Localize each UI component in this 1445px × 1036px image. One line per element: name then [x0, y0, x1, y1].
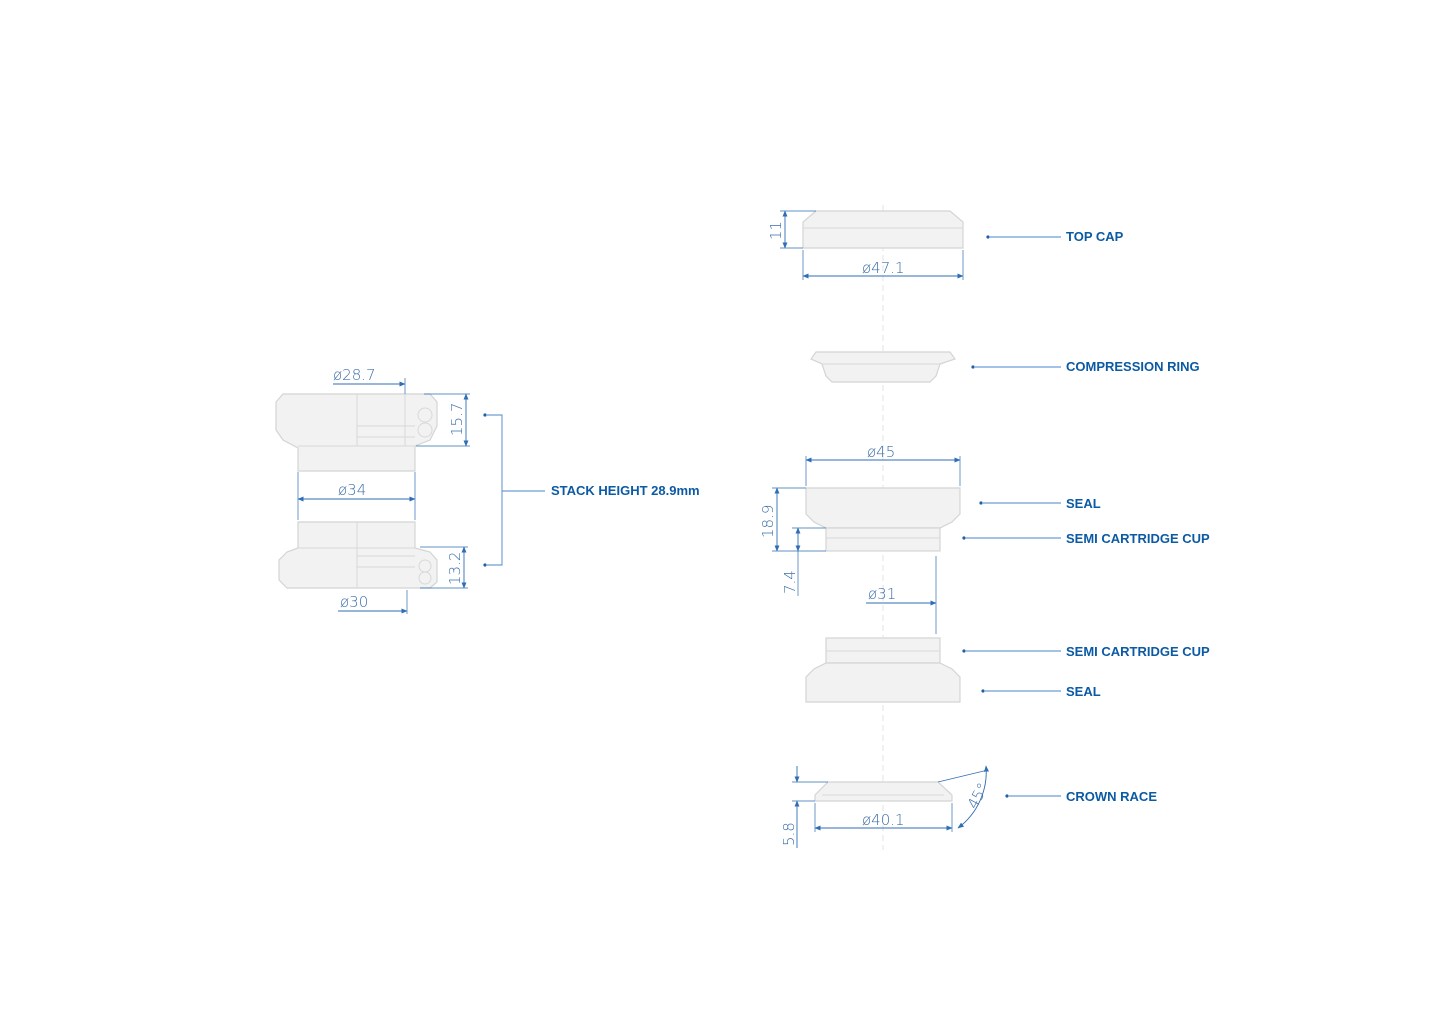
- exploded-view: 11 ø47.1 TOP CAP COMPRESSION RING ø45: [759, 205, 1210, 850]
- compression-ring-label: COMPRESSION RING: [1066, 359, 1200, 374]
- dim-top-diameter: ø28.7: [333, 366, 376, 384]
- dim-mid-diameter: ø34: [338, 481, 366, 499]
- dim-bottom-diameter: ø30: [340, 593, 368, 611]
- lower-cup-shape: [278, 521, 438, 589]
- top-cap-diameter: ø47.1: [862, 259, 905, 277]
- upper-seal-and-cup: ø45 18.9 7.4 ø31 SEAL SEMI CARTRIDGE CUP: [759, 443, 1210, 634]
- upper-seal-label: SEAL: [1066, 496, 1101, 511]
- top-cap-height: 11: [767, 221, 785, 240]
- top-cap-label: TOP CAP: [1066, 229, 1124, 244]
- crown-race-label: CROWN RACE: [1066, 789, 1157, 804]
- crown-race-height: 5.8: [780, 822, 798, 846]
- stack-height-label: STACK HEIGHT 28.9mm: [551, 483, 700, 498]
- assembled-headset: ø28.7 15.7 ø34 13.2 ø30 STACK HEIGHT 28.…: [275, 366, 700, 614]
- top-cap: 11 ø47.1 TOP CAP: [767, 210, 1124, 280]
- dim-bottom-height: 13.2: [446, 552, 464, 585]
- upper-cup-diameter: ø31: [868, 585, 896, 603]
- crown-race: 5.8 ø40.1 45° CROWN RACE: [780, 765, 1157, 848]
- lower-cup-label: SEMI CARTRIDGE CUP: [1066, 644, 1210, 659]
- upper-seal-height: 18.9: [759, 505, 777, 538]
- upper-cup-label: SEMI CARTRIDGE CUP: [1066, 531, 1210, 546]
- lower-seal-label: SEAL: [1066, 684, 1101, 699]
- upper-seal-diameter: ø45: [867, 443, 895, 461]
- upper-cup-height: 7.4: [781, 570, 799, 594]
- crown-race-angle: 45°: [964, 780, 992, 812]
- lower-cup-and-seal: SEMI CARTRIDGE CUP SEAL: [805, 637, 1210, 703]
- crown-race-diameter: ø40.1: [862, 811, 905, 829]
- compression-ring: COMPRESSION RING: [810, 351, 1200, 383]
- dim-top-height: 15.7: [448, 403, 466, 436]
